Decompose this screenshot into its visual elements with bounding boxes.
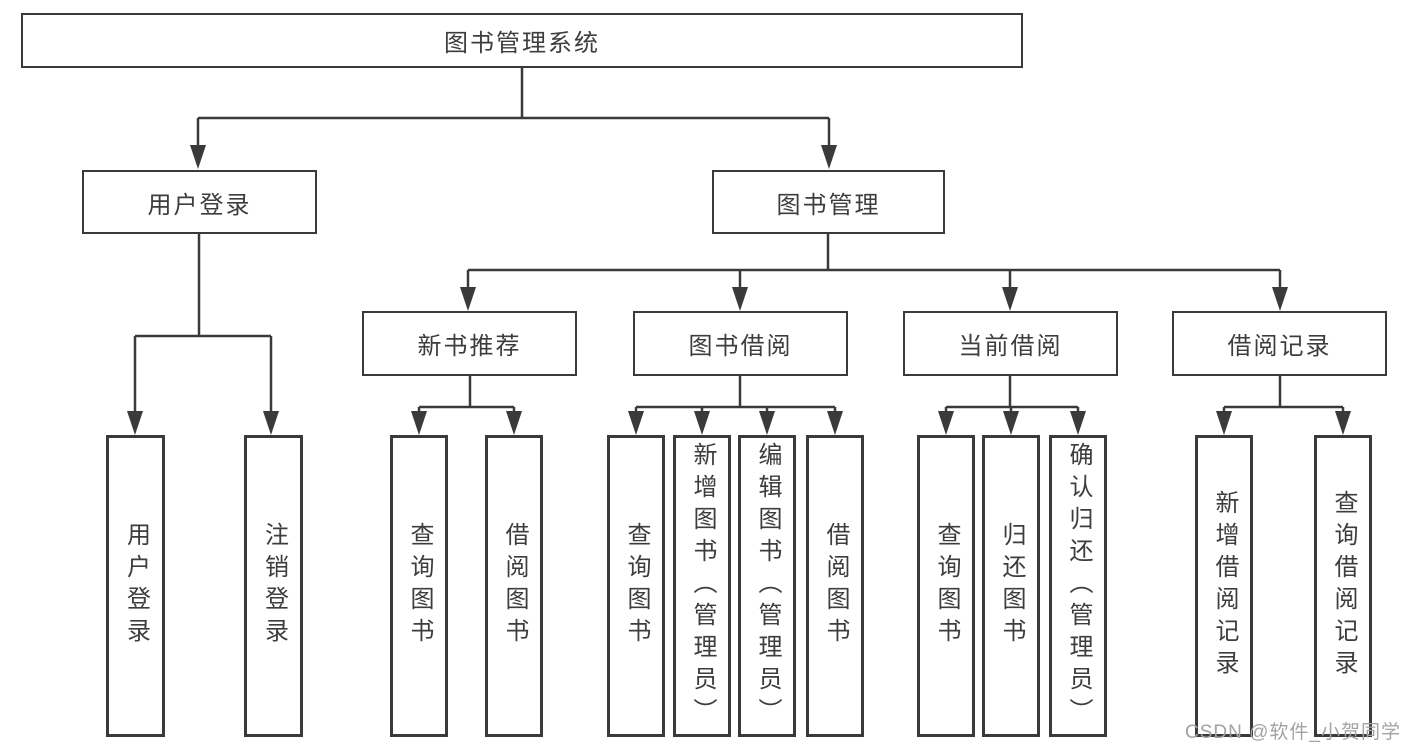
- node-label: 新书推荐: [417, 333, 522, 360]
- node-label: 图书管理系统: [444, 30, 600, 57]
- csdn-watermark: CSDN @软件_小贺同学: [1185, 722, 1401, 743]
- leaf-add-borrow-record: 新增借阅记录: [1195, 435, 1253, 737]
- leaf-query-books-recommend: 查询图书: [390, 435, 448, 737]
- node-book-borrowing: 图书借阅: [633, 311, 848, 376]
- leaf-confirm-return-admin: 确认归还（管理员）: [1049, 435, 1107, 737]
- leaf-label: 查询图书: [933, 522, 960, 650]
- arrowhead-icons: [127, 145, 1351, 435]
- node-borrowing-records: 借阅记录: [1172, 311, 1387, 376]
- leaf-return-books: 归还图书: [982, 435, 1040, 737]
- node-label: 当前借阅: [958, 333, 1063, 360]
- node-current-borrowing: 当前借阅: [903, 311, 1118, 376]
- node-label: 用户登录: [147, 191, 252, 219]
- node-book-management: 图书管理: [712, 170, 945, 234]
- connector-lines: [133, 68, 1345, 413]
- leaf-label: 新增借阅记录: [1211, 490, 1238, 682]
- leaf-label: 借阅图书: [822, 522, 849, 650]
- node-user-login: 用户登录: [82, 170, 317, 234]
- leaf-add-books-admin: 新增图书（管理员）: [673, 435, 731, 737]
- leaf-label: 查询借阅记录: [1330, 490, 1357, 682]
- leaf-query-borrow-record: 查询借阅记录: [1314, 435, 1372, 737]
- leaf-label: 编辑图书（管理员）: [754, 442, 781, 730]
- node-new-book-recommendation: 新书推荐: [362, 311, 577, 376]
- leaf-label: 新增图书（管理员）: [689, 442, 716, 730]
- leaf-label: 查询图书: [406, 522, 433, 650]
- node-label: 借阅记录: [1227, 333, 1332, 360]
- leaf-label: 归还图书: [998, 522, 1025, 650]
- leaf-query-books-borrow: 查询图书: [607, 435, 665, 737]
- node-library-management-system: 图书管理系统: [21, 13, 1023, 68]
- leaf-label: 确认归还（管理员）: [1065, 442, 1092, 730]
- leaf-logout: 注销登录: [244, 435, 303, 737]
- leaf-label: 查询图书: [623, 522, 650, 650]
- leaf-label: 用户登录: [122, 522, 150, 650]
- node-label: 图书借阅: [688, 333, 793, 360]
- leaf-user-login: 用户登录: [106, 435, 165, 737]
- node-label: 图书管理: [776, 191, 881, 219]
- leaf-label: 注销登录: [260, 522, 288, 650]
- leaf-edit-books-admin: 编辑图书（管理员）: [738, 435, 796, 737]
- leaf-query-books-current: 查询图书: [917, 435, 975, 737]
- leaf-borrow-books-recommend: 借阅图书: [485, 435, 543, 737]
- leaf-borrow-books: 借阅图书: [806, 435, 864, 737]
- leaf-label: 借阅图书: [501, 522, 528, 650]
